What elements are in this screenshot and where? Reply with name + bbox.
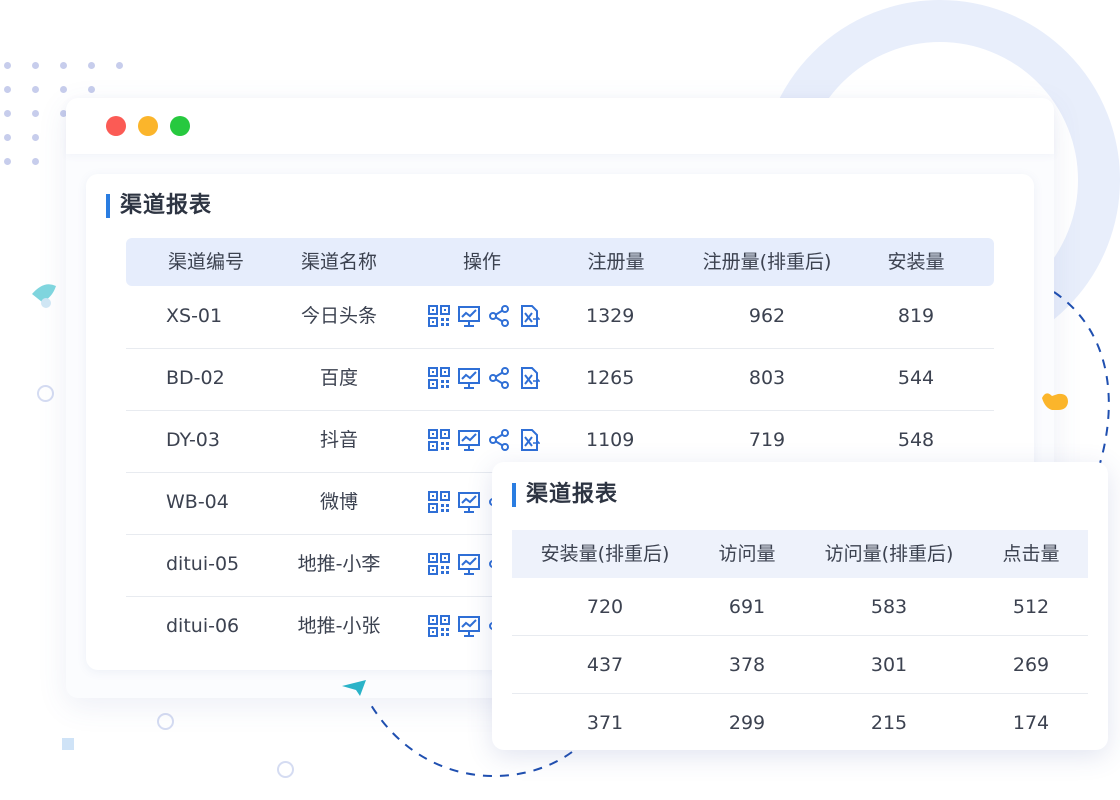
cell-channel-name: 今日头条 xyxy=(300,305,378,327)
cell-installs: 819 xyxy=(897,305,935,327)
overlay-table-header: 安装量(排重后) 访问量 访问量(排重后) 点击量 xyxy=(512,530,1088,578)
qrcode-icon[interactable] xyxy=(428,615,450,637)
report-title: 渠道报表 xyxy=(106,194,212,218)
header-installs-dedup: 安装量(排重后) xyxy=(540,543,670,565)
channel-report-overlay-card: 渠道报表 安装量(排重后) 访问量 访问量(排重后) 点击量 720 691 583… xyxy=(492,462,1108,750)
cell-visits-dedup: 215 xyxy=(870,712,908,734)
cell-installs-dedup: 720 xyxy=(586,596,624,618)
header-installs: 安装量 xyxy=(887,251,945,273)
cell-installs-dedup: 371 xyxy=(586,712,624,734)
cell-installs: 544 xyxy=(897,367,935,389)
background-circle xyxy=(277,761,294,778)
row-actions xyxy=(428,429,548,453)
close-window-button[interactable] xyxy=(106,116,126,136)
header-visits: 访问量 xyxy=(718,543,776,565)
share-icon[interactable] xyxy=(488,305,510,327)
header-clicks: 点击量 xyxy=(1002,543,1060,565)
cell-visits-dedup: 583 xyxy=(870,596,908,618)
header-registrations: 注册量 xyxy=(587,251,645,273)
trend-chart-icon[interactable] xyxy=(458,429,480,451)
trend-chart-icon[interactable] xyxy=(458,305,480,327)
cell-registrations: 1265 xyxy=(586,367,635,389)
cell-clicks: 512 xyxy=(1012,596,1050,618)
qrcode-icon[interactable] xyxy=(428,367,450,389)
cell-visits: 299 xyxy=(728,712,766,734)
qrcode-icon[interactable] xyxy=(428,305,450,327)
header-channel-name: 渠道名称 xyxy=(300,251,378,273)
window-titlebar xyxy=(66,98,1054,154)
header-channel-code: 渠道编号 xyxy=(167,251,245,273)
sparkle-icon xyxy=(32,284,56,308)
qrcode-icon[interactable] xyxy=(428,553,450,575)
cell-visits-dedup: 301 xyxy=(870,654,908,676)
cell-channel-name: 地推-小张 xyxy=(297,615,381,637)
excel-export-icon[interactable] xyxy=(518,367,540,389)
trend-chart-icon[interactable] xyxy=(458,615,480,637)
cell-channel-code: ditui-05 xyxy=(166,553,240,575)
trend-chart-icon[interactable] xyxy=(458,367,480,389)
cell-visits: 378 xyxy=(728,654,766,676)
overlay-report-title: 渠道报表 xyxy=(512,483,618,507)
cell-registrations: 1109 xyxy=(586,429,635,451)
maximize-window-button[interactable] xyxy=(170,116,190,136)
cell-channel-code: XS-01 xyxy=(166,305,223,327)
table-row: XS-01 今日头条 1329 962 819 xyxy=(126,286,994,349)
cell-clicks: 269 xyxy=(1012,654,1050,676)
cell-channel-name: 百度 xyxy=(319,367,359,389)
cell-channel-code: DY-03 xyxy=(166,429,220,451)
header-actions: 操作 xyxy=(462,251,502,273)
cell-registrations: 1329 xyxy=(586,305,635,327)
cell-registrations-dedup: 962 xyxy=(748,305,786,327)
table-header: 渠道编号 渠道名称 操作 注册量 注册量(排重后) 安装量 xyxy=(126,238,994,286)
cell-installs-dedup: 437 xyxy=(586,654,624,676)
share-icon[interactable] xyxy=(488,429,510,451)
cell-channel-code: WB-04 xyxy=(166,491,229,513)
overlay-table-row: 720 691 583 512 xyxy=(512,578,1088,636)
background-dot-grid xyxy=(4,62,134,172)
cell-registrations-dedup: 719 xyxy=(748,429,786,451)
qrcode-icon[interactable] xyxy=(428,429,450,451)
overlay-table-row: 437 378 301 269 xyxy=(512,636,1088,694)
qrcode-icon[interactable] xyxy=(428,491,450,513)
excel-export-icon[interactable] xyxy=(518,429,540,451)
cell-visits: 691 xyxy=(728,596,766,618)
background-circle xyxy=(37,385,54,402)
trend-chart-icon[interactable] xyxy=(458,491,480,513)
cell-channel-code: BD-02 xyxy=(166,367,225,389)
overlay-table-row: 371 299 215 174 xyxy=(512,694,1088,751)
header-visits-dedup: 访问量(排重后) xyxy=(824,543,954,565)
share-icon[interactable] xyxy=(488,367,510,389)
cell-channel-code: ditui-06 xyxy=(166,615,240,637)
table-row: BD-02 百度 1265 803 544 xyxy=(126,348,994,411)
background-square xyxy=(62,738,74,750)
row-actions xyxy=(428,367,548,391)
minimize-window-button[interactable] xyxy=(138,116,158,136)
background-circle xyxy=(157,713,174,730)
cell-channel-name: 抖音 xyxy=(319,429,359,451)
excel-export-icon[interactable] xyxy=(518,305,540,327)
trend-chart-icon[interactable] xyxy=(458,553,480,575)
cell-clicks: 174 xyxy=(1012,712,1050,734)
cell-installs: 548 xyxy=(897,429,935,451)
pointer-hand-icon xyxy=(1042,393,1068,410)
cell-channel-name: 微博 xyxy=(319,491,359,513)
paper-plane-icon xyxy=(342,680,366,696)
header-registrations-dedup: 注册量(排重后) xyxy=(702,251,832,273)
row-actions xyxy=(428,305,548,329)
cell-registrations-dedup: 803 xyxy=(748,367,786,389)
cell-channel-name: 地推-小李 xyxy=(297,553,381,575)
